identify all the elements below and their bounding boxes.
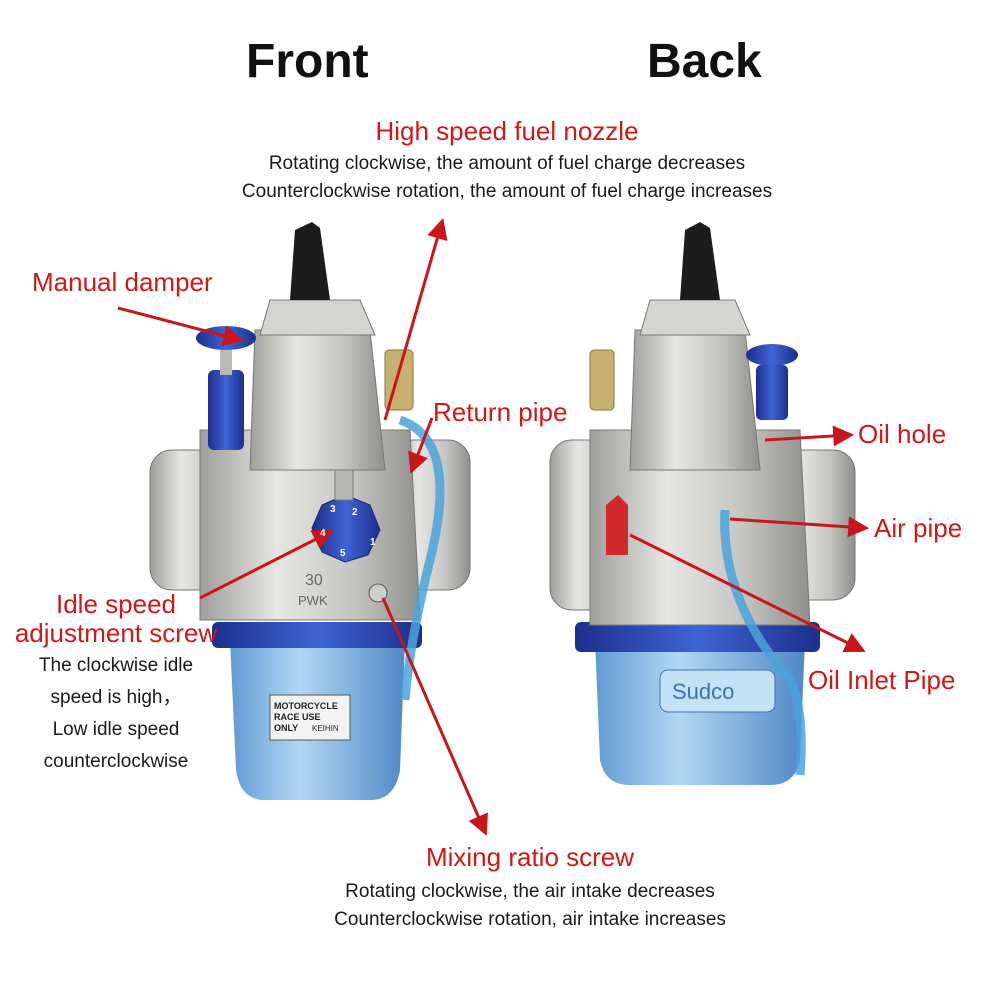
back-logo-plate [659, 669, 776, 713]
front-bowl-flange [212, 622, 422, 648]
mixing-screw-title: Mixing ratio screw [425, 842, 635, 872]
back-nozzle-fitting [589, 349, 615, 411]
arrow-high-speed-nozzle [383, 217, 448, 421]
mixing-screw-line2: Counterclockwise rotation, air intake in… [334, 909, 726, 930]
back-slide-tower [629, 329, 761, 471]
idle-screw-title-1: Idle speed [56, 589, 176, 619]
front-mixing-screw [368, 583, 388, 603]
high-speed-nozzle-title: High speed fuel nozzle [375, 116, 639, 146]
marking-model: PWK [298, 593, 328, 608]
knob-number: 3 [330, 504, 336, 515]
back-oil-inlet-pipe [720, 509, 806, 776]
high-speed-nozzle-line1: Rotating clockwise, the amount of fuel c… [268, 153, 746, 174]
back-top-cap [639, 299, 751, 336]
idle-screw-line3: Low idle speed [52, 719, 180, 740]
back-red-cap [606, 495, 628, 555]
arrow-return-pipe [408, 417, 434, 474]
callout-arrows [117, 217, 870, 836]
oil-inlet-pipe-label: Oil Inlet Pipe [808, 665, 956, 695]
knob-numbers: 2 1 5 4 3 [320, 504, 376, 559]
front-carburetor [149, 222, 471, 800]
arrow-air-pipe [729, 516, 870, 538]
oil-hole-label: Oil hole [858, 419, 947, 449]
arrow-mixing-screw [381, 597, 488, 836]
bowl-label-1: MOTORCYCLE [274, 701, 338, 711]
back-choke-knob [746, 344, 798, 366]
back-logo-text: Sudco [672, 679, 734, 704]
knob-number: 1 [370, 537, 376, 548]
arrow-manual-damper [117, 306, 245, 346]
arrow-oil-hole [764, 425, 855, 447]
front-heading: Front [246, 35, 369, 88]
front-choke-body [208, 370, 244, 450]
knob-number: 5 [340, 548, 346, 559]
arrow-idle-screw [199, 530, 334, 600]
high-speed-nozzle-callout: High speed fuel nozzle Rotating clockwis… [200, 116, 814, 203]
bowl-label-3: ONLY [274, 723, 298, 733]
mixing-screw-line1: Rotating clockwise, the air intake decre… [345, 881, 715, 902]
knob-number: 2 [352, 507, 358, 518]
idle-screw-callout: Idle speed adjustment screw The clockwis… [10, 590, 222, 778]
return-pipe-label: Return pipe [433, 397, 568, 427]
back-choke-body [756, 365, 788, 420]
bowl-brand: KEIHIN [312, 724, 339, 733]
back-rubber-cap [680, 222, 720, 300]
front-rubber-cap [290, 222, 330, 300]
knob-number: 4 [320, 528, 326, 539]
back-heading: Back [647, 35, 762, 88]
back-bowl-flange [575, 622, 820, 652]
front-idle-spring [334, 469, 354, 501]
manual-damper-label: Manual damper [32, 267, 213, 297]
bowl-label-2: RACE USE [274, 712, 321, 722]
front-top-cap [259, 299, 376, 336]
air-pipe-label: Air pipe [874, 513, 963, 543]
idle-screw-line1: The clockwise idle [38, 655, 194, 676]
idle-screw-line4: counterclockwise [43, 751, 189, 772]
marking-size: 30 [305, 572, 323, 589]
idle-screw-line2: speed is high， [50, 687, 182, 708]
high-speed-nozzle-line2: Counterclockwise rotation, the amount of… [241, 181, 773, 202]
front-bowl-sticker [269, 694, 351, 741]
arrow-oil-inlet-pipe [629, 533, 866, 652]
front-slide-tower [249, 329, 386, 471]
mixing-screw-callout: Mixing ratio screw Rotating clockwise, t… [280, 842, 780, 931]
idle-screw-title-2: adjustment screw [14, 618, 218, 648]
